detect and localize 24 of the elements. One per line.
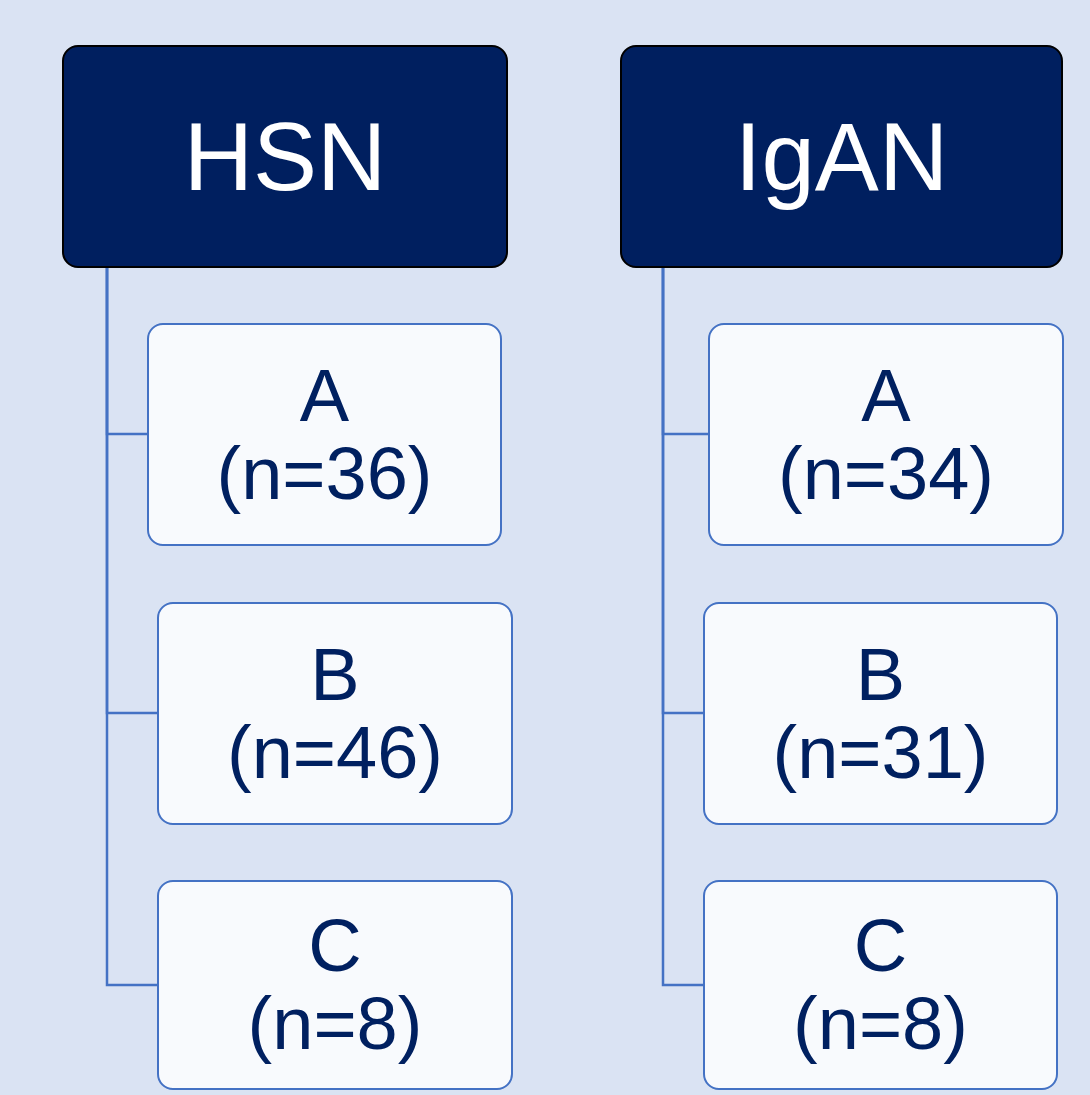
count-label: (n=8) [247,985,423,1063]
category-label: HSN [183,101,387,212]
count-label: (n=34) [778,434,994,513]
connector-line [661,268,703,987]
group-box [703,602,1058,825]
group-box [147,323,502,546]
count-label: (n=8) [793,985,968,1063]
group-box [708,323,1064,546]
group-label: B [855,635,906,714]
group-box [157,602,513,825]
category-label: IgAN [734,101,949,212]
category-box [62,45,508,268]
group-box [157,880,513,1090]
category-box [620,45,1063,268]
connector-line [105,268,157,987]
group-label: B [310,635,360,714]
count-label: (n=36) [216,434,433,513]
group-label: A [299,356,350,435]
count-label: (n=31) [772,713,989,792]
count-label: (n=46) [227,713,443,792]
group-label: C [853,907,908,985]
group-label: A [861,356,911,435]
group-box [703,880,1058,1090]
group-label: C [308,907,362,985]
